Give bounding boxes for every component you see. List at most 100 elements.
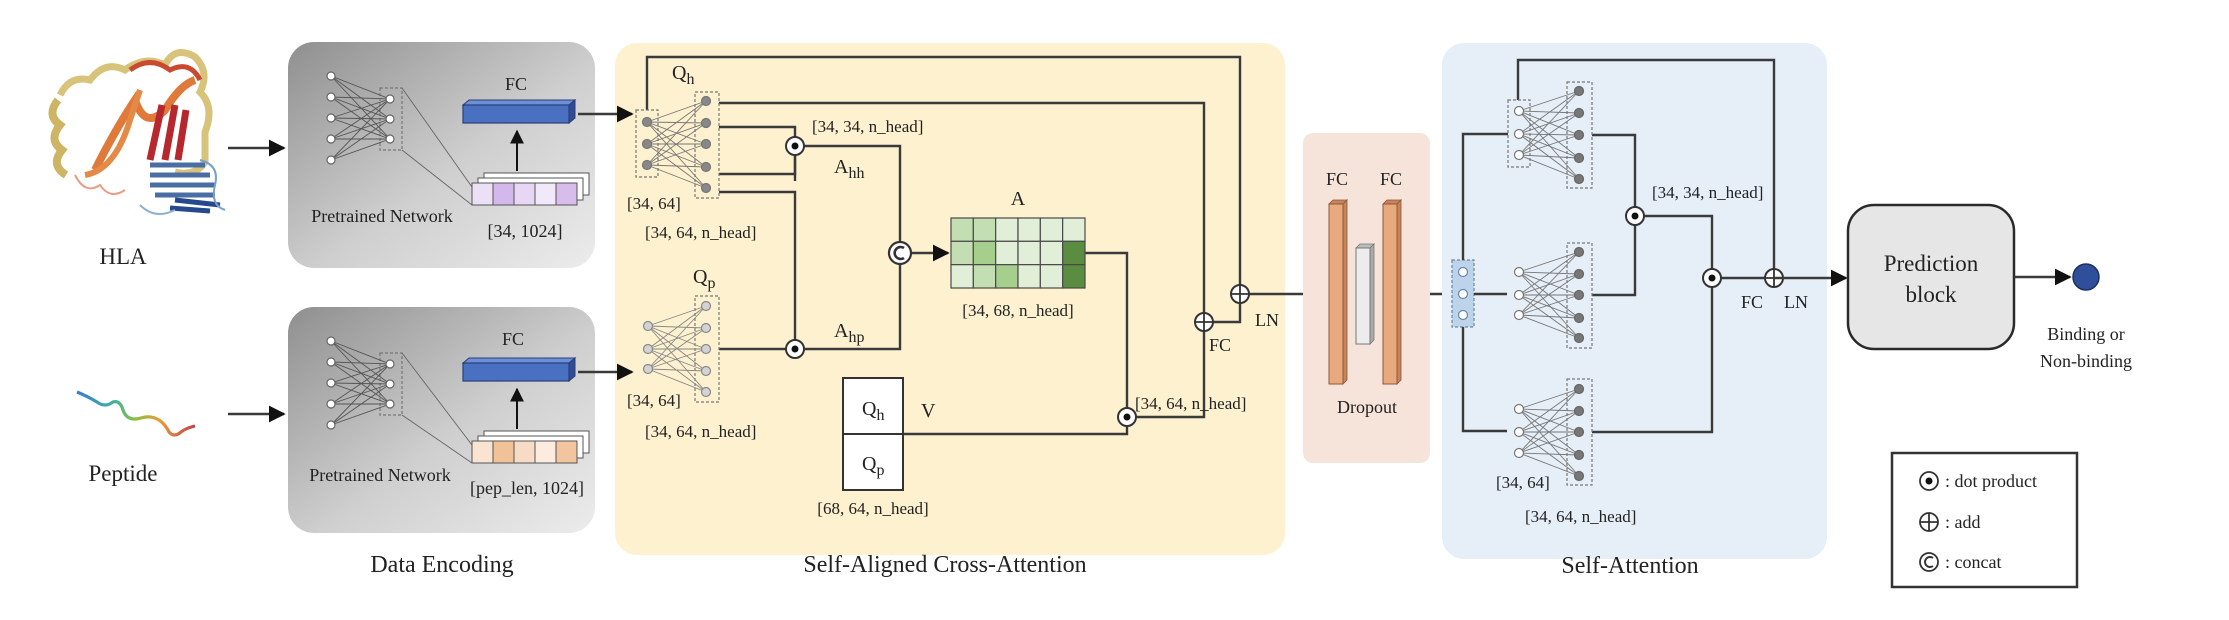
network-edge [330,382,391,405]
zoom-line [401,87,473,188]
network-edge [646,164,707,189]
embedding-cell [513,182,536,206]
output-neuron [1573,246,1585,258]
output-neuron [1573,289,1585,301]
output-label-line1: Binding or [2047,324,2125,344]
self-attention-title: Self-Attention [1561,553,1698,579]
attention-matrix-label: A [1011,188,1026,210]
network-edge [647,368,707,372]
output-neuron [700,300,712,312]
sa-key-to-dot [1592,225,1637,297]
output-neuron [700,117,712,129]
output-neuron [1573,426,1585,438]
sa-input-neuron [1457,309,1469,321]
qh-output-shape: [34, 64, n_head] [645,223,756,242]
network-edge [330,98,391,161]
output-neuron [1573,470,1585,482]
attention-cell [1039,217,1064,242]
ln-residual-add-icon [1230,284,1250,304]
cross-attention-panel [615,43,1285,555]
fc-residual-add-icon [1194,312,1214,332]
input-neuron [326,134,336,144]
network-edge [1518,388,1580,433]
embedding-cell [534,182,557,206]
output-layer-box [1566,242,1593,349]
output-neuron [1573,268,1585,280]
input-layer-box [635,109,659,178]
output-neuron [1573,85,1585,97]
network-edge [330,75,391,140]
input-neuron [641,159,653,171]
input-neuron [1513,403,1525,415]
output-neuron [700,386,712,398]
attention-cell [972,264,997,289]
input-neuron [326,357,336,367]
input-neuron [326,71,336,81]
network-edge [1518,388,1580,454]
attention-cell [995,240,1019,266]
input-neuron [1513,128,1525,140]
input-neuron [1513,309,1525,321]
attention-cell [972,240,997,266]
output-neuron [1573,449,1585,461]
sa-branch-value [1461,327,1507,433]
output-dot-to-add-line [1136,331,1206,419]
output-neuron [1573,332,1585,344]
network-edge [1518,431,1580,454]
input-neuron [326,399,336,409]
embedding-cell [471,440,494,464]
output-neuron [1573,312,1585,324]
attention-cell [1062,264,1086,289]
peptide-encoding-block [288,307,595,533]
attention-matrix [950,217,1086,289]
hla-embedding-shape: [34, 1024] [488,221,563,241]
input-neuron [1513,447,1525,459]
value-row-qh-label: Qh [862,398,884,424]
attention-cell [995,217,1019,242]
sa-score-shape: [34, 34, n_head] [1652,183,1763,202]
add-icon [1919,512,1939,532]
cross-output-shape: [34, 64, n_head] [1135,394,1246,413]
network-edge [647,305,707,350]
network-edge [1518,273,1580,316]
output-neuron [1573,383,1585,395]
network-edge [330,363,391,384]
network-edge [647,305,707,327]
value-matrix: Qh Qp [842,377,904,491]
sa-output-shape: [34, 64, n_head] [1525,507,1636,526]
dropout-fc1-bar [1328,199,1348,385]
fc-bar-front [462,104,570,124]
network-edge [646,143,707,166]
qh-to-ahp-line [719,190,797,340]
embedding-cell [471,182,494,206]
network-edge [1518,133,1580,159]
network-edge [1518,154,1580,159]
qp-input-shape: [34, 64] [627,391,681,410]
residual-loop-outer [645,55,1242,285]
add-to-ln-add-line [1213,303,1242,324]
qh-label: Qh [672,62,694,88]
sa-residual-loop [1516,58,1776,269]
hla-fc-label: FC [505,74,527,94]
output-neuron [700,365,712,377]
zoom-line [401,149,473,206]
qh-to-ahh-line-2 [719,155,797,176]
qh-input-shape: [34, 64] [627,194,681,213]
output-neuron [385,359,395,369]
sa-output-dot-product-icon [1702,268,1722,288]
network-edge [1518,452,1580,477]
input-neuron [641,138,653,150]
embedding-cell [534,440,557,464]
output-neuron [1573,405,1585,417]
dropout-fc2-bar [1382,199,1402,385]
value-shape: [68, 64, n_head] [817,499,928,518]
prediction-block-label-line2: block [1905,282,1957,307]
dot-product-center [791,345,799,353]
network-edge [646,122,707,166]
residual-loop-inner [719,101,1206,313]
network-edge [330,363,391,405]
bar-front [1382,203,1398,385]
cross-fc-label: FC [1209,335,1231,355]
network-edge [330,361,391,405]
